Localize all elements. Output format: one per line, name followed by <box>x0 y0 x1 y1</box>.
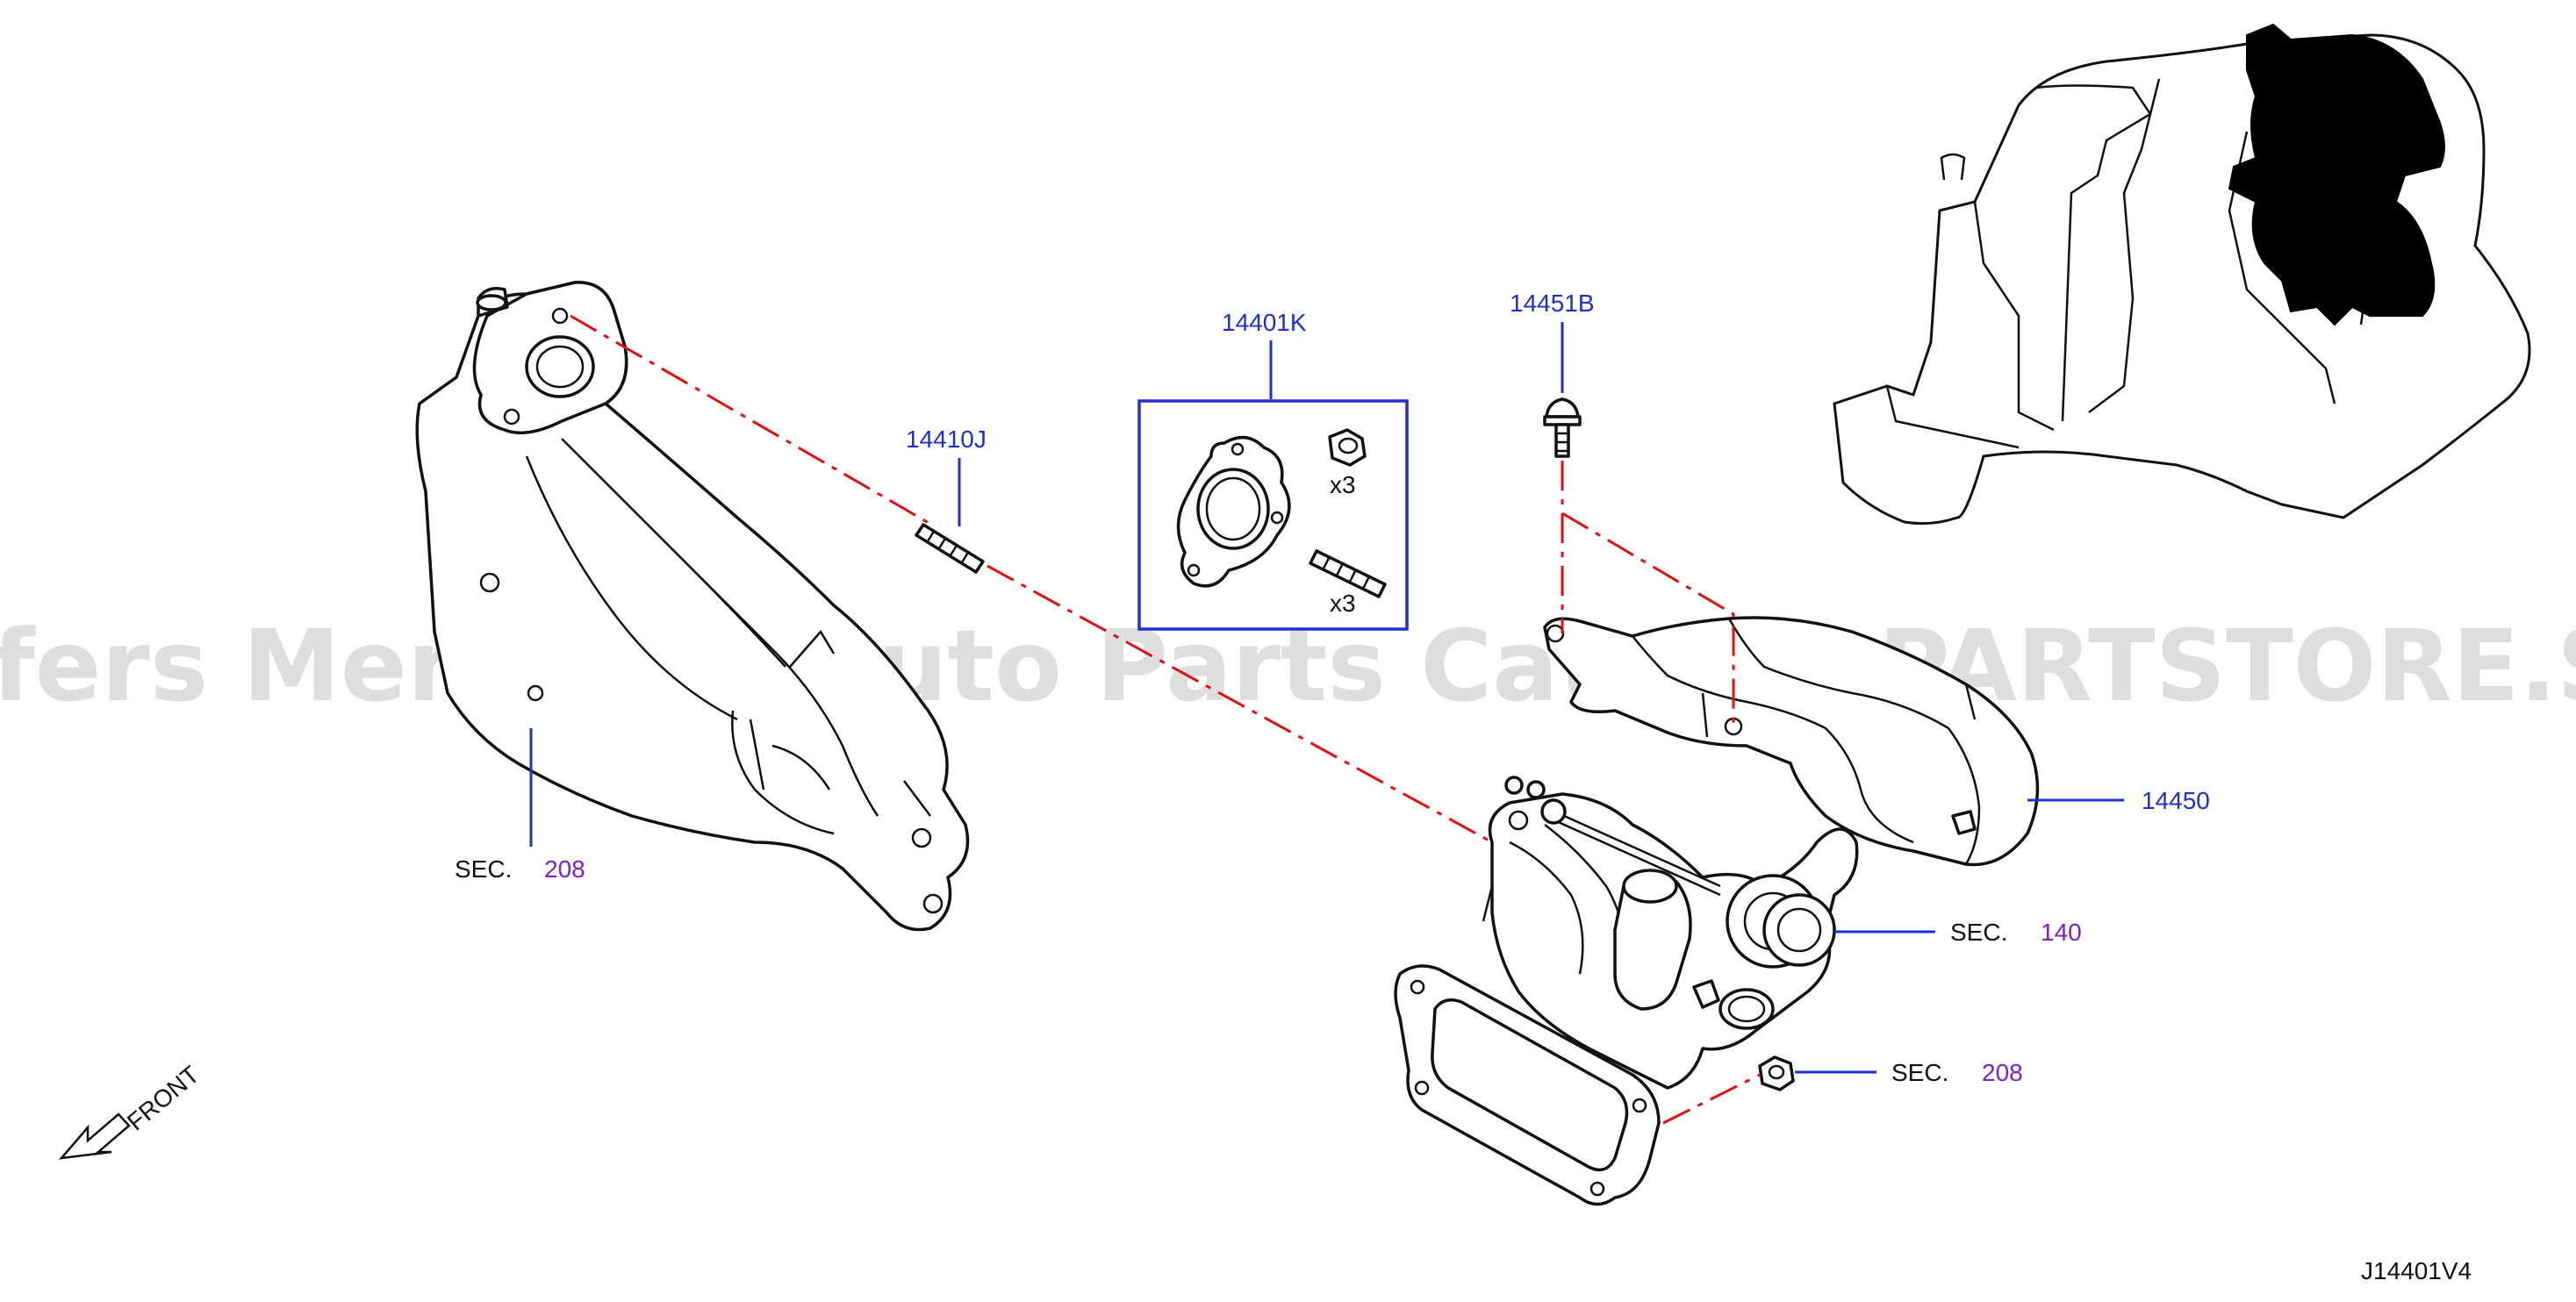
turbocharger-manifold-drawing[interactable] <box>1394 776 1859 1206</box>
assembly-line-bolt-to-shield <box>1561 461 1735 726</box>
part-14401K-label[interactable]: 14401K <box>1222 309 1307 336</box>
gasket-drawing[interactable] <box>1176 435 1291 588</box>
flange-nut-drawing[interactable] <box>1758 1055 1795 1091</box>
sec208-right-number[interactable]: 208 <box>1982 1059 2023 1086</box>
part-14450-label[interactable]: 14450 <box>2142 787 2210 814</box>
engine-bay-locator-map <box>1833 23 2531 526</box>
stud-14410J-drawing[interactable] <box>915 523 985 574</box>
sec208-right-prefix: SEC. <box>1891 1059 1948 1086</box>
stud-qty-label: x3 <box>1330 590 1356 617</box>
sec208-left-number[interactable]: 208 <box>544 855 585 883</box>
bolt-14451B-drawing[interactable] <box>1543 397 1582 458</box>
assembly-line-nut-to-flange <box>1662 1073 1761 1125</box>
front-direction-arrow <box>58 1112 131 1160</box>
assembly-line-converter-to-turbo <box>570 314 1493 844</box>
watermark-text: Offers Merchant Auto Parts Catalog PARTS… <box>0 610 2576 724</box>
kit-14401K-box <box>1137 399 1409 631</box>
diagram-id: J14401V4 <box>2361 1257 2472 1284</box>
sec208-left-prefix: SEC. <box>455 855 512 883</box>
heat-shield-14450-drawing[interactable] <box>1543 616 2040 867</box>
part-14451B-label[interactable]: 14451B <box>1510 290 1595 317</box>
sec140-prefix: SEC. <box>1950 919 2007 946</box>
kit-stud-drawing[interactable] <box>1309 549 1387 598</box>
part-14410J-label[interactable]: 14410J <box>906 426 987 453</box>
nut-drawing[interactable] <box>1328 428 1367 467</box>
sec140-number[interactable]: 140 <box>2041 919 2082 946</box>
front-label: FRONT <box>122 1061 205 1136</box>
catalytic-converter-drawing[interactable] <box>415 281 970 932</box>
nut-qty-label: x3 <box>1330 471 1356 498</box>
